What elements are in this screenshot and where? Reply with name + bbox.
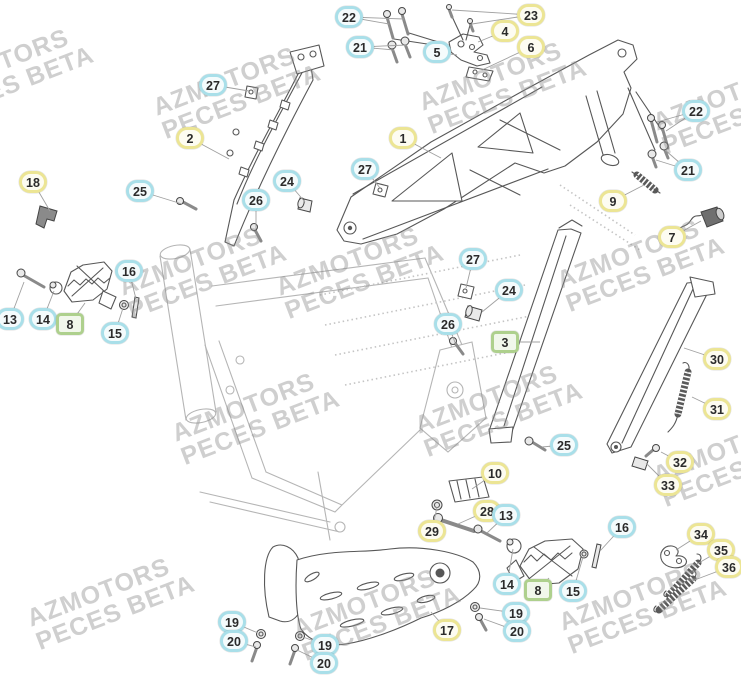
part-callout-21[interactable]: 21 [674,159,702,181]
part-callout-20[interactable]: 20 [503,620,531,642]
part-callout-7[interactable]: 7 [658,226,686,248]
part-callout-8[interactable]: 8 [56,313,84,335]
part-callout-2[interactable]: 2 [176,127,204,149]
part-callout-15[interactable]: 15 [101,322,129,344]
fasteners-art [16,4,670,666]
part-callout-36[interactable]: 36 [715,556,741,578]
part-callout-15[interactable]: 15 [559,580,587,602]
part-callout-26[interactable]: 26 [434,313,462,335]
part-callout-24[interactable]: 24 [495,279,523,301]
part-callout-10[interactable]: 10 [481,462,509,484]
part-callout-20[interactable]: 20 [310,652,338,674]
spring-35-art [663,553,702,599]
subframe-art [336,39,638,245]
spring-9-art [631,171,661,194]
part-callout-14[interactable]: 14 [493,573,521,595]
part-callout-32[interactable]: 32 [666,451,694,473]
top-brackets-art [393,9,666,151]
side-stand-art [606,276,716,454]
part-callout-30[interactable]: 30 [703,348,731,370]
part-callout-13[interactable]: 13 [0,308,24,330]
skid-plate-art [263,544,481,646]
part-callout-9[interactable]: 9 [599,190,627,212]
spring-36-art [653,570,697,614]
part-callout-25[interactable]: 25 [550,434,578,456]
part-callout-13[interactable]: 13 [492,504,520,526]
stop-rubber-art [675,206,725,232]
part-callout-4[interactable]: 4 [491,20,519,42]
part-callout-34[interactable]: 34 [687,523,715,545]
part-callout-6[interactable]: 6 [517,36,545,58]
part-callout-1[interactable]: 1 [389,127,417,149]
part-callout-27[interactable]: 27 [199,74,227,96]
part-callout-14[interactable]: 14 [29,308,57,330]
spring-31-art [667,362,692,433]
part-callout-8[interactable]: 8 [524,579,552,601]
part-callout-21[interactable]: 21 [346,36,374,58]
main-frame-art [159,109,641,541]
part-callout-26[interactable]: 26 [242,189,270,211]
part-callout-25[interactable]: 25 [126,180,154,202]
part-callout-20[interactable]: 20 [220,630,248,652]
part-callout-27[interactable]: 27 [459,248,487,270]
footpeg-left-art [63,261,117,310]
stand-lever-art [660,545,687,569]
part-callout-18[interactable]: 18 [19,171,47,193]
guard-plate-art [448,476,490,503]
part-callout-16[interactable]: 16 [115,260,143,282]
part-callout-16[interactable]: 16 [608,516,636,538]
part-callout-33[interactable]: 33 [654,474,682,496]
part-callout-3[interactable]: 3 [491,331,519,353]
part-callout-5[interactable]: 5 [423,41,451,63]
part-callout-27[interactable]: 27 [351,158,379,180]
rear-strut-art [488,219,583,444]
part-callout-22[interactable]: 22 [335,6,363,28]
part-callout-29[interactable]: 29 [418,520,446,542]
part-callout-31[interactable]: 31 [703,398,731,420]
part-callout-23[interactable]: 23 [517,4,545,26]
part-callout-17[interactable]: 17 [433,619,461,641]
part-callout-24[interactable]: 24 [273,170,301,192]
part-callout-22[interactable]: 22 [682,100,710,122]
